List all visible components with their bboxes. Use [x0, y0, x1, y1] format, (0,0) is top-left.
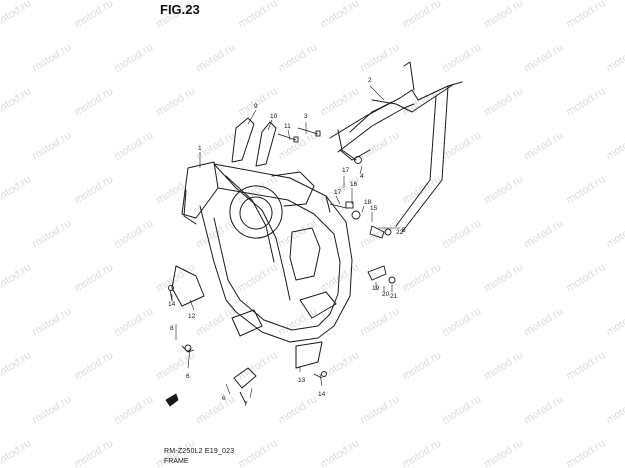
part-callout-22: 22	[396, 229, 404, 236]
part-callout-21: 21	[390, 293, 398, 300]
diagram-code: RM-Z250L2 E19_023	[164, 448, 235, 455]
main-frame-drawing	[171, 117, 353, 389]
part-callout-12: 12	[188, 313, 196, 320]
part-callout-16: 16	[350, 181, 358, 188]
figure-title: FIG.23	[160, 2, 200, 17]
part-callout-18: 18	[364, 199, 372, 206]
hardware-parts	[165, 127, 396, 407]
diagram-name: FRAME	[164, 458, 189, 465]
part-callout-4: 4	[360, 173, 364, 180]
part-callout-15: 15	[370, 205, 378, 212]
part-callout-20: 20	[382, 291, 390, 298]
leader-lines	[171, 85, 400, 399]
rear-subframe-drawing	[329, 61, 463, 233]
part-callout-14: 14	[168, 301, 176, 308]
part-callout-2: 2	[368, 77, 372, 84]
part-callout-6: 6	[222, 395, 226, 402]
part-callout-7: 7	[244, 401, 248, 408]
part-callout-9: 9	[254, 103, 258, 110]
part-callout-14: 14	[318, 391, 326, 398]
part-callout-8: 8	[170, 325, 174, 332]
part-callout-3: 3	[304, 113, 308, 120]
part-callout-11: 11	[284, 123, 291, 130]
part-callout-6: 6	[186, 373, 190, 380]
part-callout-17: 17	[334, 189, 342, 196]
part-callout-13: 13	[298, 377, 306, 384]
part-callout-10: 10	[270, 113, 278, 120]
part-callout-1: 1	[198, 145, 202, 152]
part-callout-17: 17	[342, 167, 350, 174]
part-callout-19: 19	[372, 285, 380, 292]
part-callout-5: 5	[402, 227, 406, 234]
